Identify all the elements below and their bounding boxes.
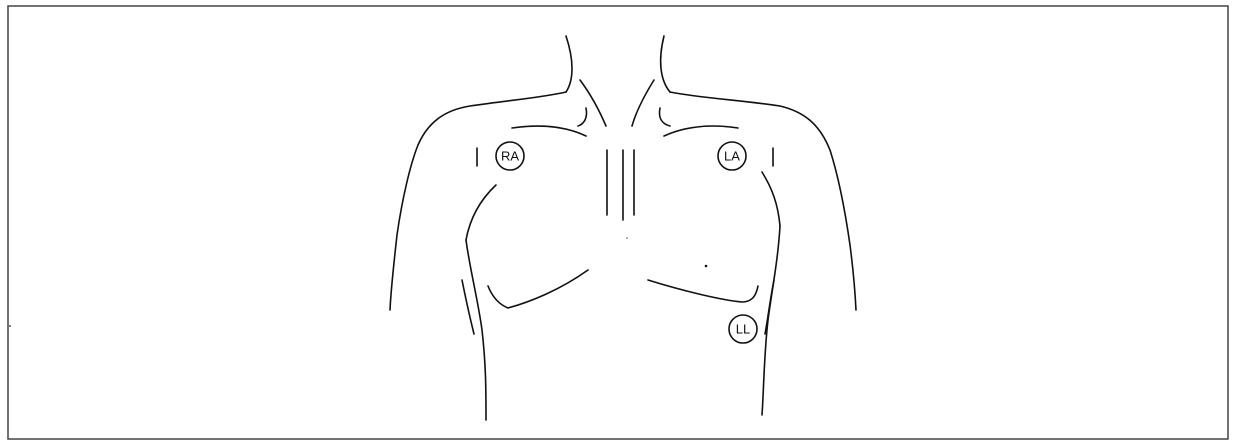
clavicle-right — [664, 126, 738, 136]
electrode-ra-label: RA — [501, 149, 519, 164]
inner-arm-left — [462, 280, 474, 334]
clavicle-left — [512, 126, 586, 136]
electrode-la: LA — [718, 142, 746, 170]
electrode-ll-label: LL — [736, 322, 750, 337]
lower-pectoral-right — [648, 280, 758, 302]
torso-side-left — [466, 240, 486, 420]
right-shoulder-arm — [670, 92, 856, 310]
neck-muscle-right — [632, 80, 654, 126]
diagram-frame — [8, 6, 1228, 439]
pectoral-contour-left — [466, 185, 496, 240]
clavicle-hook-right — [659, 108, 670, 126]
center-dot — [626, 237, 628, 239]
torso-side-right — [762, 226, 780, 415]
left-shoulder-arm — [390, 92, 566, 310]
neck-right-line — [661, 36, 670, 92]
electrode-la-label: LA — [724, 149, 740, 164]
electrode-ll: LL — [729, 315, 757, 343]
clavicle-hook-left — [578, 108, 587, 126]
nipple-mark — [705, 265, 708, 268]
edge-dot — [9, 325, 11, 327]
neck-left-line — [566, 36, 572, 92]
electrode-ra: RA — [496, 142, 524, 170]
neck-muscle-left — [580, 80, 606, 126]
inner-arm-right — [765, 280, 774, 334]
lower-pectoral-left — [488, 270, 588, 308]
pectoral-contour-right — [762, 172, 780, 226]
